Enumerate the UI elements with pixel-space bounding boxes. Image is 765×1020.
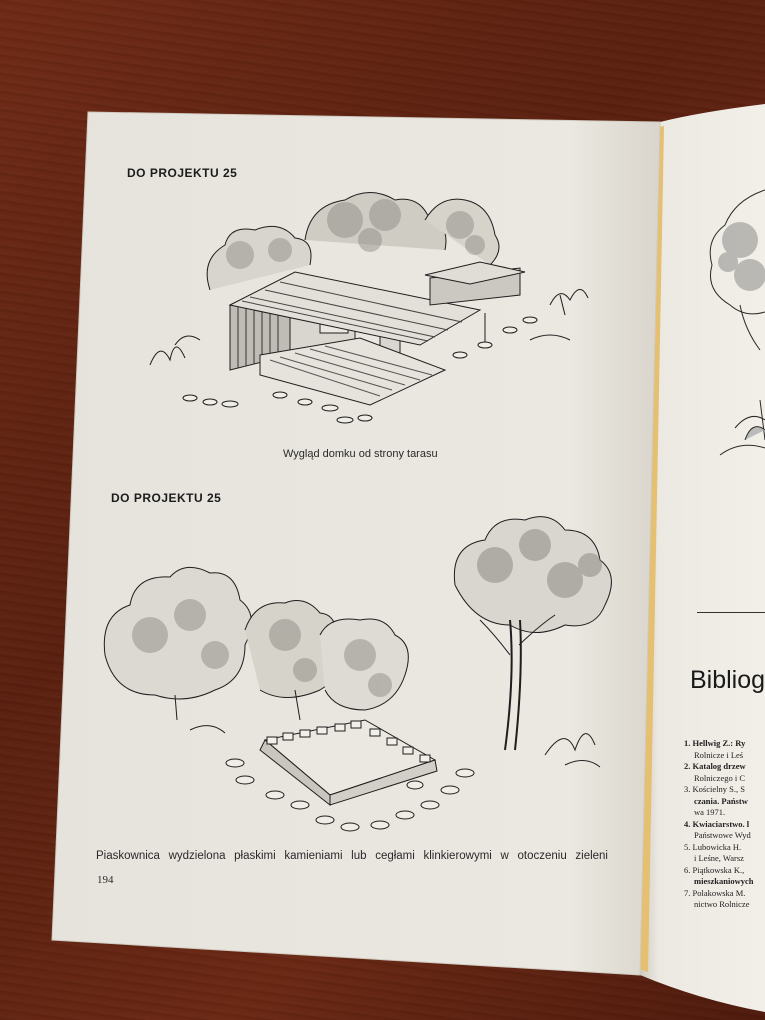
biblio-entry: nictwo Rolnicze bbox=[694, 899, 750, 909]
biblio-entry: Rolnicze i Leś bbox=[694, 749, 744, 760]
biblio-entry: Państwowe Wyd bbox=[694, 830, 751, 840]
sandbox-garden-illustration bbox=[103, 516, 612, 832]
foreground-plants-right bbox=[189, 725, 601, 768]
right-page-tree-illustration bbox=[709, 189, 765, 351]
biblio-entry: 7. Polakowska M. bbox=[684, 887, 746, 898]
biblio-entry: 2. Katalog drzew bbox=[684, 761, 746, 771]
heading-bottom: DO PROJEKTU 25 bbox=[111, 491, 222, 505]
section-divider bbox=[697, 612, 765, 613]
paving-stones bbox=[225, 758, 475, 832]
biblio-entry: wa 1971. bbox=[694, 807, 726, 817]
caption-bottom: Piaskownica wydzielona płaskimi kamienia… bbox=[96, 850, 608, 862]
biblio-entry: i Leśne, Warsz bbox=[694, 853, 744, 863]
right-page-plant-illustration bbox=[719, 399, 765, 456]
foreground-plants bbox=[149, 289, 589, 366]
biblio-entry: 4. Kwiaciarstwo. l bbox=[684, 818, 750, 829]
page-number: 194 bbox=[97, 874, 114, 886]
biblio-entry: 6. Piątkowska K., bbox=[684, 864, 745, 875]
bibliography-title: Bibliog bbox=[690, 666, 765, 694]
background-trees bbox=[206, 192, 500, 291]
house-building bbox=[228, 261, 526, 390]
terrace-deck bbox=[259, 337, 447, 406]
caption-top: Wygląd domku od strony tarasu bbox=[283, 448, 438, 460]
bibliography-list: 1. Hellwig Z.: Ry Rolnicze i Leś 2. Kata… bbox=[684, 738, 765, 911]
sandbox bbox=[259, 719, 438, 807]
biblio-entry: 3. Kościelny S., S bbox=[684, 784, 745, 794]
biblio-entry: 1. Hellwig Z.: Ry bbox=[684, 738, 746, 748]
biblio-entry: 5. Lubowicka H. bbox=[684, 841, 742, 852]
house-terrace-illustration bbox=[149, 192, 589, 424]
biblio-entry: Rolniczego i C bbox=[694, 772, 745, 783]
heading-top: DO PROJEKTU 25 bbox=[127, 166, 238, 180]
biblio-entry: mieszkaniowych bbox=[694, 876, 754, 886]
biblio-entry: czania. Państw bbox=[694, 795, 748, 806]
stepping-stones bbox=[182, 316, 538, 424]
tree-right bbox=[453, 516, 612, 751]
shrubs-left bbox=[103, 566, 409, 721]
